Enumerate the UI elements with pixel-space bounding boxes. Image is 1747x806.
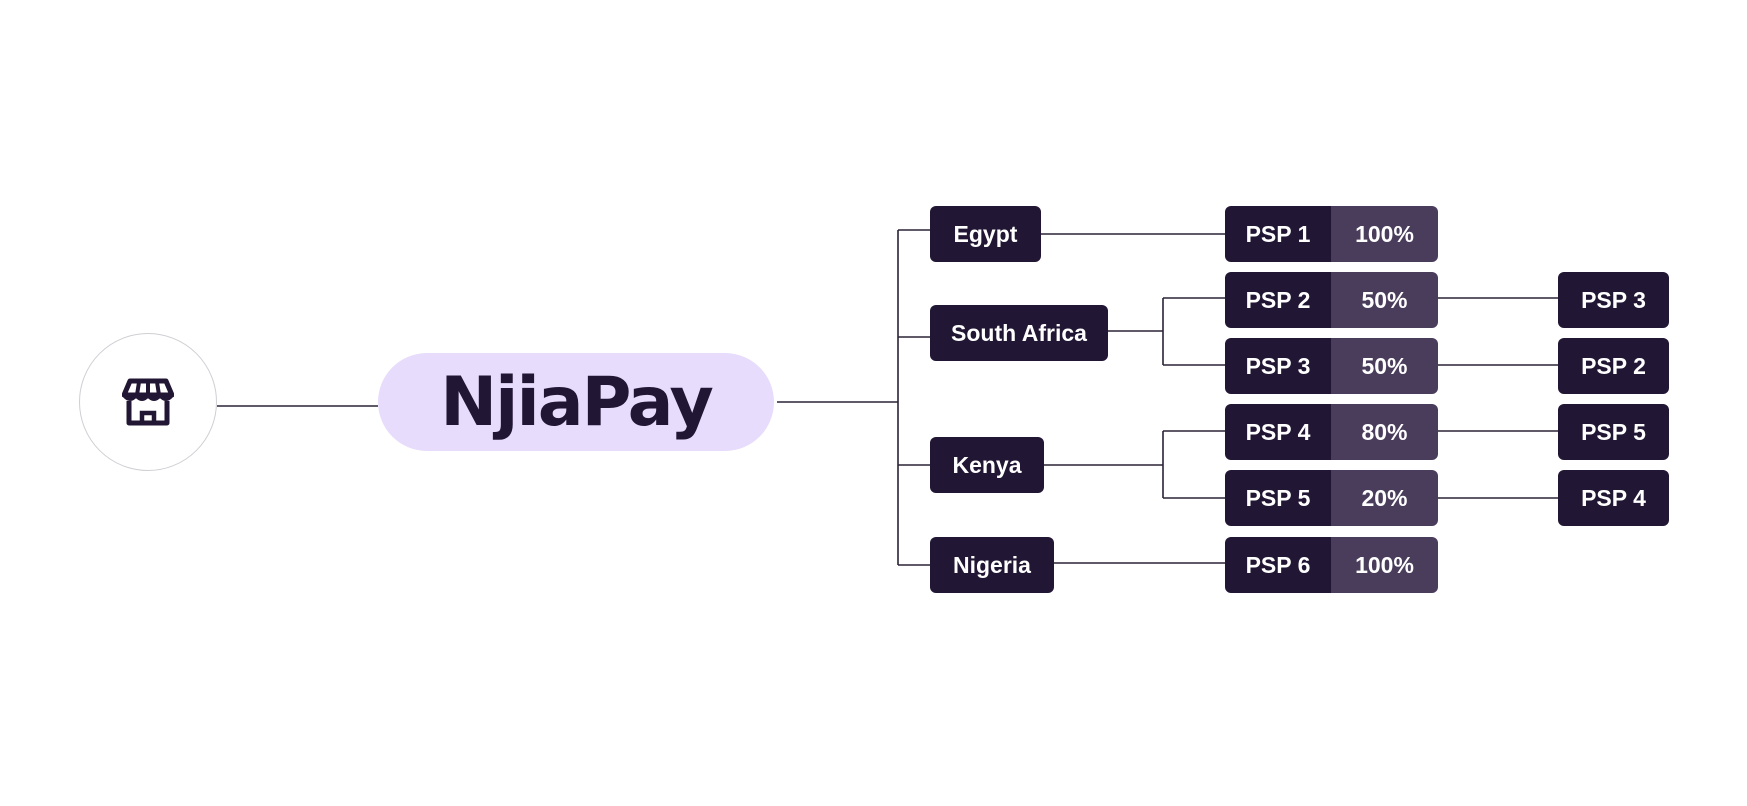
- merchant-node: [79, 333, 217, 471]
- psp-share: 100%: [1331, 537, 1438, 593]
- route-south-africa-psp2: PSP 2 50%: [1225, 272, 1438, 328]
- fallback-psp: PSP 5: [1558, 404, 1669, 460]
- fallback-psp: PSP 4: [1558, 470, 1669, 526]
- psp-name: PSP 2: [1225, 272, 1331, 328]
- country-south-africa: South Africa: [930, 305, 1108, 361]
- psp-share: 50%: [1331, 338, 1438, 394]
- psp-name: PSP 4: [1225, 404, 1331, 460]
- country-egypt: Egypt: [930, 206, 1041, 262]
- psp-name: PSP 3: [1225, 338, 1331, 394]
- route-kenya-psp5: PSP 5 20%: [1225, 470, 1438, 526]
- psp-name: PSP 6: [1225, 537, 1331, 593]
- fallback-psp: PSP 2: [1558, 338, 1669, 394]
- country-kenya: Kenya: [930, 437, 1044, 493]
- route-south-africa-psp3: PSP 3 50%: [1225, 338, 1438, 394]
- njiapay-logo-pill: NjiaPay: [378, 353, 774, 451]
- route-kenya-psp4: PSP 4 80%: [1225, 404, 1438, 460]
- njiapay-logo: NjiaPay: [440, 362, 714, 442]
- psp-name: PSP 5: [1225, 470, 1331, 526]
- route-nigeria-psp6: PSP 6 100%: [1225, 537, 1438, 593]
- psp-name: PSP 1: [1225, 206, 1331, 262]
- country-nigeria: Nigeria: [930, 537, 1054, 593]
- psp-share: 20%: [1331, 470, 1438, 526]
- storefront-icon: [122, 378, 174, 426]
- route-egypt-psp1: PSP 1 100%: [1225, 206, 1438, 262]
- psp-share: 80%: [1331, 404, 1438, 460]
- psp-share: 50%: [1331, 272, 1438, 328]
- psp-share: 100%: [1331, 206, 1438, 262]
- fallback-psp: PSP 3: [1558, 272, 1669, 328]
